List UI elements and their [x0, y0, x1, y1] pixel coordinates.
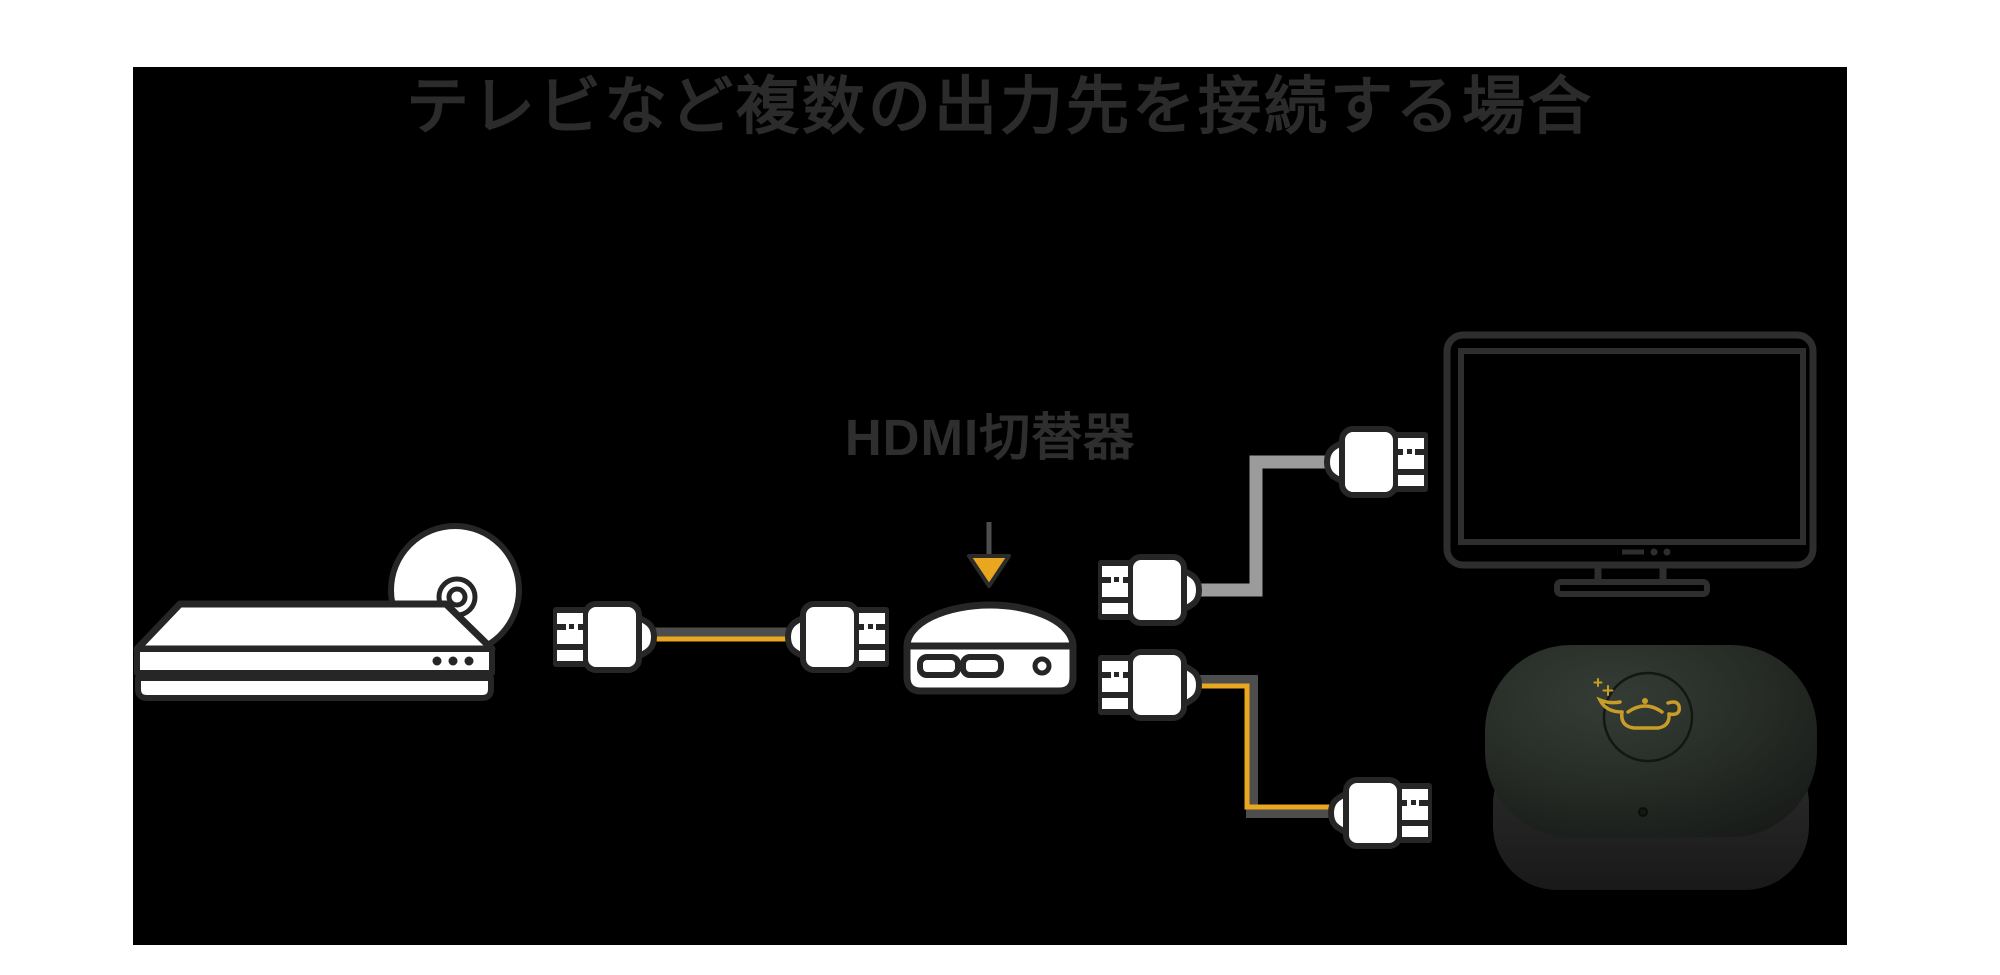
hdmi-cable-to-device — [1200, 675, 1331, 818]
lamp-logo-icon — [1593, 678, 1682, 730]
hdmi-cable-to-tv — [1200, 455, 1327, 597]
disc-hub-hole — [446, 586, 468, 608]
hdmi-switcher-icon — [903, 601, 1077, 695]
hdmi-port-icon — [960, 654, 1004, 678]
hdmi-plug-icon — [1098, 652, 1199, 718]
switcher-led — [1032, 656, 1052, 676]
hdmi-port-icon — [917, 654, 961, 678]
hdmi-plug-icon — [553, 604, 654, 670]
hdmi-plug-icon — [788, 604, 889, 670]
hdmi-switcher-label: HDMI切替器 — [844, 409, 1136, 466]
tv-screen — [1458, 348, 1806, 545]
hdmi-plug-icon — [1327, 429, 1428, 495]
streaming-device-photo — [1485, 645, 1817, 890]
device-led-hole — [1638, 807, 1648, 817]
hdmi-plug-icon — [1098, 557, 1199, 623]
hdmi-cable-player-to-switcher — [655, 627, 787, 642]
device-logo-circle — [1602, 671, 1694, 763]
blu-ray-player-icon — [133, 523, 522, 701]
down-arrow-icon — [967, 522, 1011, 588]
page-title: テレビなど複数の出力先を接続する場合 — [406, 72, 1594, 142]
tv-icon — [1443, 331, 1817, 597]
hdmi-plug-icon — [1331, 780, 1432, 846]
player-top-face — [133, 600, 496, 653]
player-base — [135, 675, 494, 701]
player-buttons — [432, 656, 474, 666]
tv-stand-base — [1554, 579, 1710, 597]
player-front-face — [134, 646, 495, 676]
